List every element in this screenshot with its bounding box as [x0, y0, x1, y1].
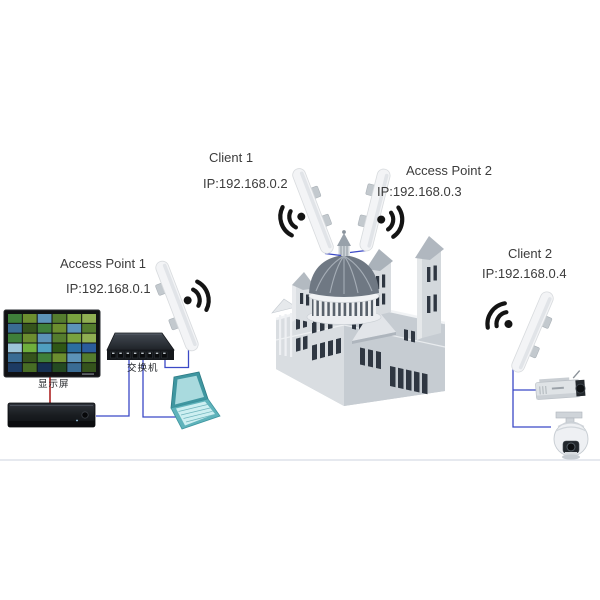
- building-dome: [306, 230, 382, 325]
- ethernet-switch: [106, 332, 175, 360]
- switch-label: 交换机: [127, 363, 159, 374]
- building-illustration: [271, 230, 446, 406]
- link-switch-to-nvr: [96, 360, 130, 417]
- ptz-dome-camera: [553, 411, 589, 460]
- bullet-camera: [535, 370, 586, 400]
- access-point1-label: Access Point 1: [60, 256, 146, 271]
- building-windows-right: [352, 317, 428, 395]
- link-ap2-to-building: [349, 249, 367, 254]
- access-point2-ip: IP:192.168.0.3: [377, 184, 462, 199]
- video-wall-monitor: [3, 309, 101, 378]
- nvr-recorder: [7, 402, 96, 428]
- client1-ip: IP:192.168.0.2: [203, 176, 288, 191]
- access-point1-antenna: [155, 260, 199, 352]
- nvr-knob: [81, 411, 89, 419]
- link-switch-to-laptop: [142, 360, 176, 418]
- switch-ports: [110, 351, 168, 359]
- link-client1-to-building: [324, 252, 342, 257]
- nvr-led: [76, 419, 78, 422]
- link-client2-to-ptz: [512, 369, 551, 428]
- access-point2-label: Access Point 2: [406, 163, 492, 178]
- client1-label: Client 1: [209, 150, 254, 165]
- wired-links: [49, 249, 551, 428]
- access-point2-antenna: [357, 168, 391, 252]
- client2-ip: IP:192.168.0.4: [482, 266, 567, 281]
- client1-antenna: [292, 168, 334, 254]
- display-wall-label: 显示屏: [38, 379, 70, 390]
- link-switch-to-ap1: [164, 349, 190, 369]
- wifi-signal-icon-client2: [483, 300, 521, 339]
- laptop: [170, 371, 221, 430]
- building-windows-left: [296, 315, 341, 361]
- client2-antenna: [511, 291, 554, 373]
- access-point1-ip: IP:192.168.0.1: [66, 281, 151, 296]
- video-wall-thumbnails: [8, 314, 96, 372]
- client2-label: Client 2: [508, 246, 553, 261]
